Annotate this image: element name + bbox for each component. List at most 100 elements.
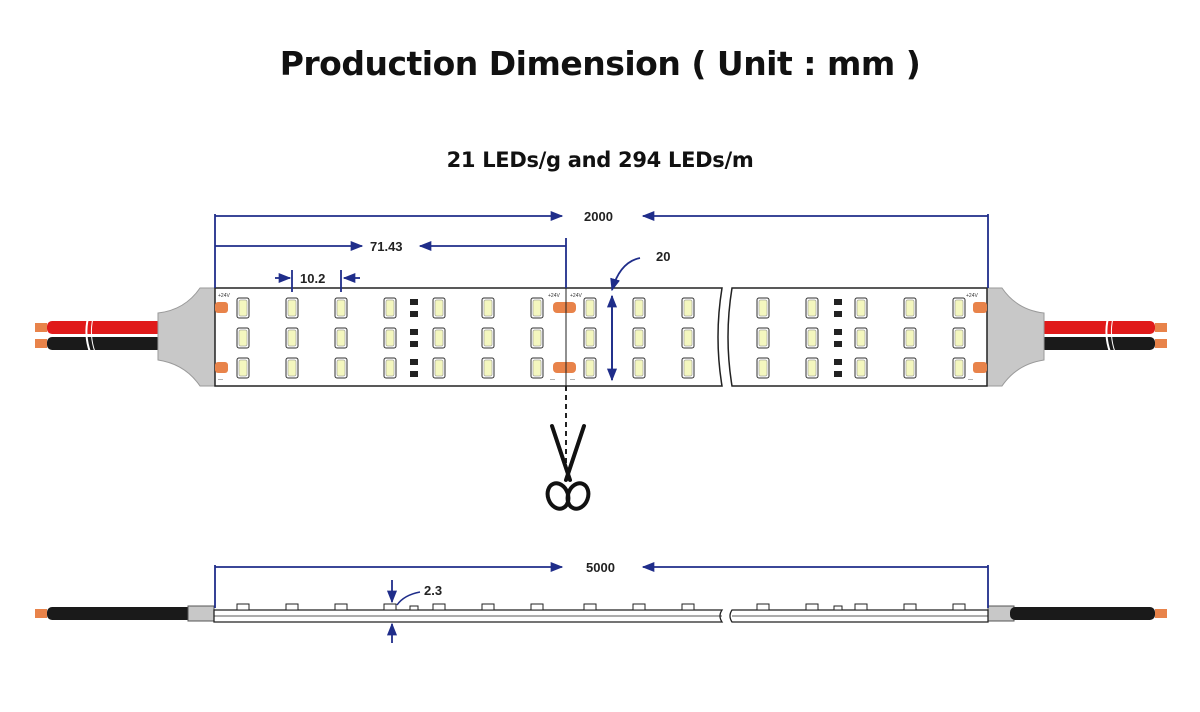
led-chip-lens <box>336 329 346 347</box>
side-led-chip <box>285 603 299 611</box>
left-end-cap <box>157 287 216 387</box>
pad-label-negative: — <box>968 377 973 383</box>
led-chip-lens <box>807 359 817 377</box>
pad-label-positive: +24V <box>966 293 978 299</box>
led-chip-lens <box>385 359 395 377</box>
strip-body <box>214 287 988 387</box>
dimension-thickness: 2.3 <box>386 580 442 643</box>
right-end-cap <box>986 287 1045 387</box>
side-led-chip <box>236 603 250 611</box>
led-chip-lens <box>434 329 444 347</box>
led-chip-lens <box>807 329 817 347</box>
side-led-chip <box>334 603 348 611</box>
side-view: 5000 2.3 <box>35 560 1167 643</box>
led-chip-lens <box>954 359 964 377</box>
side-resistor <box>409 605 419 611</box>
left-side-cap <box>187 605 215 622</box>
side-led-chip <box>854 603 868 611</box>
dimension-label-20: 20 <box>656 249 670 264</box>
side-led-chip <box>530 603 544 611</box>
led-chip-lens <box>905 299 915 317</box>
dimension-segment-length: 2000 <box>214 209 989 288</box>
side-led-chip <box>952 603 966 611</box>
right-wires <box>1040 317 1167 353</box>
right-side-wire <box>1010 607 1155 620</box>
dimension-led-pitch: 10.2 <box>275 270 360 292</box>
dimension-label-2-3: 2.3 <box>424 583 442 598</box>
left-wire-tip <box>35 609 47 618</box>
side-led-chip <box>432 603 446 611</box>
led-chip-lens <box>336 299 346 317</box>
side-led-chip <box>805 603 819 611</box>
side-led-chip <box>481 603 495 611</box>
pad-label-negative: — <box>570 377 575 383</box>
led-chip-lens <box>856 359 866 377</box>
led-chip-lens <box>856 299 866 317</box>
led-chip-lens <box>585 299 595 317</box>
led-chip-lens <box>807 299 817 317</box>
top-view: +24V +24V +24V +24V — — — — 2000 <box>35 209 1167 511</box>
dimension-label-10-2: 10.2 <box>300 271 325 286</box>
pad-label-positive: +24V <box>218 293 230 299</box>
led-chip-lens <box>385 299 395 317</box>
led-chip-lens <box>758 299 768 317</box>
pad-label-positive: +24V <box>570 293 582 299</box>
led-chip-lens <box>483 299 493 317</box>
led-chip-lens <box>954 329 964 347</box>
pad-labels: +24V +24V +24V +24V — — — — <box>218 293 978 383</box>
resistor-band <box>834 305 842 311</box>
led-chip-lens <box>683 329 693 347</box>
dimension-label-2000: 2000 <box>584 209 613 224</box>
side-led-chip <box>583 603 597 611</box>
led-chip-lens <box>532 299 542 317</box>
led-chip-lens <box>434 299 444 317</box>
dimension-strip-width: 20 <box>606 249 670 382</box>
side-resistor <box>833 605 843 611</box>
left-wires <box>35 317 162 353</box>
pad-label-negative: — <box>218 377 223 383</box>
resistor-band <box>834 365 842 371</box>
page-subtitle: 21 LEDs/g and 294 LEDs/m <box>446 148 754 172</box>
led-chip-lens <box>905 329 915 347</box>
led-chip-lens <box>585 329 595 347</box>
led-chip-lens <box>483 359 493 377</box>
dimension-label-71-43: 71.43 <box>370 239 403 254</box>
led-chip-lens <box>336 359 346 377</box>
side-led-chip <box>632 603 646 611</box>
resistor-band <box>410 335 418 341</box>
led-chip-lens <box>532 359 542 377</box>
side-led-chip <box>903 603 917 611</box>
led-chip-lens <box>758 359 768 377</box>
led-chip-lens <box>532 329 542 347</box>
led-chip-lens <box>683 299 693 317</box>
led-chip-lens <box>758 329 768 347</box>
led-chip-lens <box>634 329 644 347</box>
led-chip-lens <box>238 329 248 347</box>
side-led-chip <box>681 603 695 611</box>
dimension-cut-unit: 71.43 <box>215 238 567 288</box>
led-chip-lens <box>434 359 444 377</box>
dimension-label-5000: 5000 <box>586 560 615 575</box>
led-chip-lens <box>238 359 248 377</box>
pad-label-positive: +24V <box>548 293 560 299</box>
resistor-band <box>834 335 842 341</box>
led-chip-lens <box>287 329 297 347</box>
led-chip-lens <box>483 329 493 347</box>
pad-label-negative: — <box>550 377 555 383</box>
led-chip-lens <box>238 299 248 317</box>
scissors-icon <box>545 424 591 511</box>
solder-pads <box>215 288 987 386</box>
page-title: Production Dimension ( Unit : mm ) <box>279 44 921 83</box>
left-side-wire <box>47 607 192 620</box>
led-chip-lens <box>905 359 915 377</box>
resistor-band <box>410 365 418 371</box>
side-led-chip <box>756 603 770 611</box>
dimension-reel-length: 5000 <box>214 560 989 608</box>
led-chip-lens <box>954 299 964 317</box>
side-led-array <box>236 603 966 611</box>
led-chip-lens <box>385 329 395 347</box>
resistor-band <box>410 305 418 311</box>
led-chip-lens <box>585 359 595 377</box>
led-chip-lens <box>683 359 693 377</box>
